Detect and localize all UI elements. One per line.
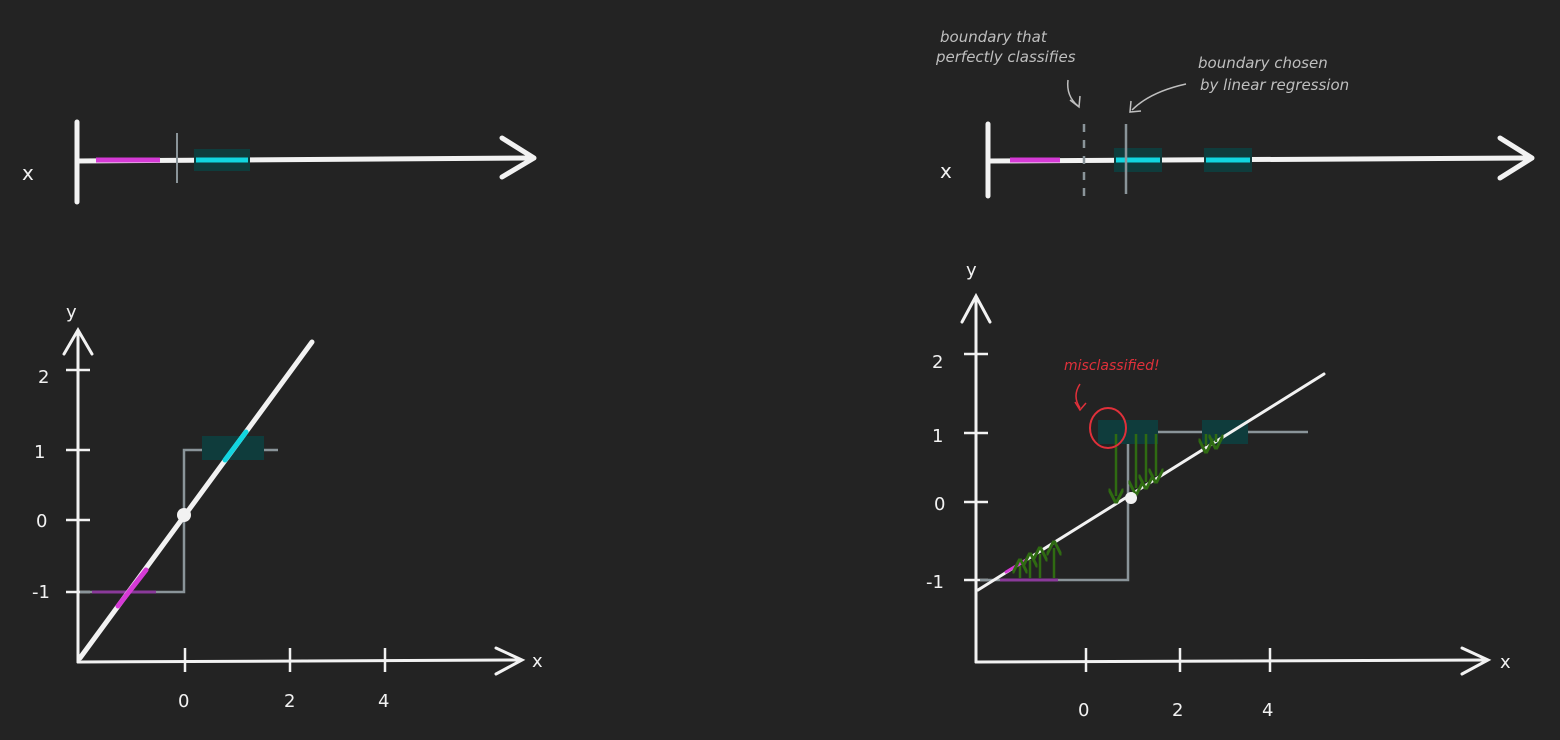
left-boundary-intercept-point: [177, 508, 191, 522]
left-x-tick-label-0: 0: [178, 691, 189, 712]
left-regression-line: [77, 339, 315, 661]
right-number-line: x boundary that perfectly classifies bou…: [935, 28, 1535, 202]
right-y-tick-label-neg1: -1: [926, 572, 944, 593]
right-x-axis-arrowhead: [1460, 646, 1492, 676]
misclassified-label: misclassified!: [1064, 358, 1160, 374]
right-number-line-axis: [985, 155, 1533, 164]
misclassified-arrowhead: [1074, 401, 1087, 412]
right-y-axis-arrowhead: [960, 292, 992, 324]
left-y-tick-label-neg1: -1: [32, 582, 50, 603]
left-x-axis: [76, 658, 522, 664]
right-y-axis-label: y: [966, 260, 977, 281]
misclassified-arrow: [1075, 383, 1081, 409]
right-number-line-arrowhead: [1497, 135, 1535, 181]
annotation-regression-arrowhead: [1129, 100, 1142, 113]
left-regression-magenta-portion: [115, 567, 149, 609]
left-number-line: x: [22, 119, 537, 205]
residual-arrows-up: [1020, 548, 1054, 578]
annotation-perfect-line1: boundary that: [940, 28, 1048, 46]
right-plot: y x 2 1 0 -1 0 2 4: [926, 260, 1511, 721]
left-x-tick-label-4: 4: [378, 691, 389, 712]
right-x-tick-label-0: 0: [1078, 700, 1089, 721]
annotation-regression-line1: boundary chosen: [1198, 54, 1328, 72]
annotation-regression-line2: by linear regression: [1200, 76, 1349, 94]
annotation-perfect-arrowhead: [1069, 95, 1081, 109]
left-y-tick-label-1: 1: [34, 442, 45, 463]
left-plot: y x 2 1 0 -1 0 2 4: [32, 302, 543, 712]
right-number-line-label: x: [940, 159, 952, 183]
right-regression-magenta-portion: [1004, 558, 1028, 574]
right-x-axis-label: x: [1500, 652, 1511, 673]
right-cyan-data-box-1: [1098, 420, 1158, 444]
right-y-tick-label-0: 0: [934, 494, 945, 515]
right-y-tick-label-2: 2: [932, 352, 943, 373]
right-cyan-data-box-2: [1202, 420, 1248, 444]
right-y-tick-label-1: 1: [932, 426, 943, 447]
right-x-axis: [974, 658, 1488, 664]
right-regression-line: [976, 372, 1326, 592]
left-y-tick-label-2: 2: [38, 367, 49, 388]
left-x-tick-label-2: 2: [284, 691, 295, 712]
annotation-regression-arrow: [1131, 83, 1187, 111]
left-x-axis-arrowhead: [494, 646, 526, 676]
annotation-perfect-line2: perfectly classifies: [935, 48, 1076, 66]
left-y-axis-label: y: [66, 302, 77, 323]
misclassified-circle: [1089, 407, 1127, 449]
right-boundary-intercept-point: [1125, 492, 1137, 504]
left-y-tick-label-0: 0: [36, 511, 47, 532]
left-regression-cyan-portion: [222, 429, 249, 463]
left-x-axis-label: x: [532, 651, 543, 672]
right-x-tick-label-4: 4: [1262, 700, 1273, 721]
residual-arrows-down: [1116, 434, 1216, 496]
left-number-line-arrowhead: [499, 135, 537, 180]
left-number-line-label: x: [22, 161, 34, 185]
right-x-tick-label-2: 2: [1172, 700, 1183, 721]
left-y-axis-arrowhead: [62, 327, 94, 356]
